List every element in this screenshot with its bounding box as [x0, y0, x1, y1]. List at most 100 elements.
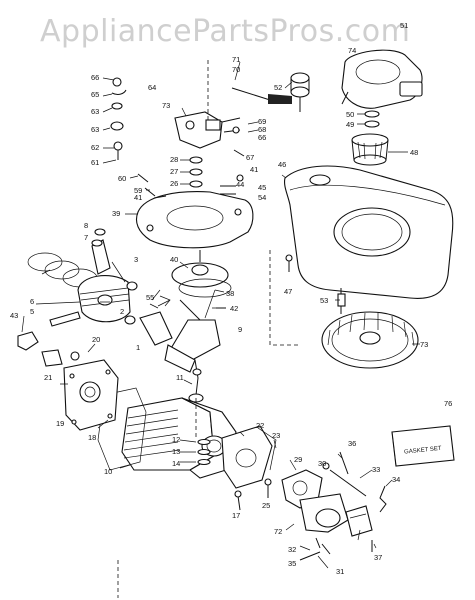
part-label: 13	[172, 447, 180, 456]
spark-plug	[337, 288, 346, 314]
part-label: 64	[148, 83, 156, 92]
part-label: 33	[372, 465, 380, 474]
part-label: 2	[120, 307, 124, 316]
assembly-line-2	[269, 250, 300, 346]
part-label: 12	[172, 435, 180, 444]
screw-41	[153, 195, 167, 199]
part-label: 38	[226, 289, 234, 298]
crankshaft	[164, 289, 221, 396]
rewind-starter	[341, 49, 423, 109]
part-label: 25	[262, 501, 270, 510]
part-label: 3	[134, 255, 138, 264]
crankcase-cover	[135, 191, 254, 249]
gasket-18	[97, 387, 147, 471]
part-label: 42	[230, 304, 238, 313]
part-label: 63	[91, 125, 99, 134]
part-label: 73	[420, 340, 428, 349]
part-label: 60	[118, 174, 126, 183]
part-label: 71	[232, 55, 240, 64]
part-label: 41	[134, 193, 142, 202]
part-label: 37	[374, 553, 382, 562]
fuel-fitting-21	[41, 349, 63, 367]
blower-housing	[284, 165, 454, 299]
part-label: 32	[288, 545, 296, 554]
bearing-8	[94, 228, 106, 236]
piston	[77, 275, 131, 323]
float-bowl	[345, 505, 373, 537]
cap-2	[124, 315, 136, 325]
part-label: 44	[236, 180, 244, 189]
watermark: AppliancePartsPros.com	[40, 14, 411, 49]
part-label: 10	[104, 467, 112, 476]
part-label: 23	[272, 431, 280, 440]
part-label: 20	[92, 335, 100, 344]
part-label: 40	[170, 255, 178, 264]
carburetor-upper	[174, 111, 241, 149]
part-label: 65	[91, 90, 99, 99]
intake-gasket	[221, 425, 273, 489]
part-label: 34	[392, 475, 400, 484]
part-label: 43	[10, 311, 18, 320]
washer-49	[364, 120, 380, 128]
part-label: 74	[348, 46, 356, 55]
nut-30	[322, 462, 330, 470]
rod-pin	[49, 311, 81, 327]
reed-plate	[171, 250, 229, 288]
center-small-parts	[189, 126, 245, 195]
part-label: 22	[256, 421, 264, 430]
part-label: 28	[170, 155, 178, 164]
part-label: 51	[400, 21, 408, 30]
carburetor-lower	[281, 469, 349, 555]
cap-3	[126, 281, 138, 291]
part-label: 35	[288, 559, 296, 568]
part-label: 66	[258, 133, 266, 142]
part-labels: 66 65 64 63 63 62 61 60 59 71 70 73 69 6…	[10, 21, 452, 576]
part-label: 18	[88, 433, 96, 442]
part-label: 67	[246, 153, 254, 162]
part-label: 29	[294, 455, 302, 464]
part-label: 31	[336, 567, 344, 576]
part-label: 45	[258, 183, 266, 192]
part-label: 54	[258, 193, 266, 202]
part-label: 47	[284, 287, 292, 296]
gasket-set-box	[391, 425, 455, 467]
part-label: 27	[170, 167, 178, 176]
needle-35	[299, 551, 321, 561]
part-label: 1	[136, 343, 140, 352]
part-label: 76	[444, 399, 452, 408]
part-label: 17	[232, 511, 240, 520]
part-label: 63	[91, 107, 99, 116]
part-label: 36	[348, 439, 356, 448]
part-label: 62	[91, 143, 99, 152]
washer-50	[364, 110, 380, 118]
part-label: 5	[30, 307, 34, 316]
part-label: 68	[258, 125, 266, 134]
part-label: 14	[172, 459, 180, 468]
part-label: 26	[170, 179, 178, 188]
part-label: 55	[146, 293, 154, 302]
part-label: 41	[250, 165, 258, 174]
part-label: 30	[318, 459, 326, 468]
part-label: 69	[258, 117, 266, 126]
washer-12	[197, 438, 211, 446]
linkage-33	[329, 469, 367, 497]
part-label: 19	[56, 419, 64, 428]
part-label: 9	[238, 325, 242, 334]
part-label: 7	[84, 233, 88, 242]
part-label: 48	[410, 148, 418, 157]
part-label: 46	[278, 160, 286, 169]
part-label: 39	[112, 209, 120, 218]
part-label: 11	[176, 373, 184, 382]
part-label: 49	[346, 120, 354, 129]
part-label: 8	[84, 221, 88, 230]
screw-17	[237, 495, 241, 511]
leader-lines	[21, 61, 420, 569]
part-label: 72	[274, 527, 282, 536]
part-label: 61	[91, 158, 99, 167]
part-label: 66	[91, 73, 99, 82]
starter-pulley	[290, 72, 310, 112]
flywheel	[321, 311, 419, 369]
exhaust-cover	[63, 359, 119, 431]
